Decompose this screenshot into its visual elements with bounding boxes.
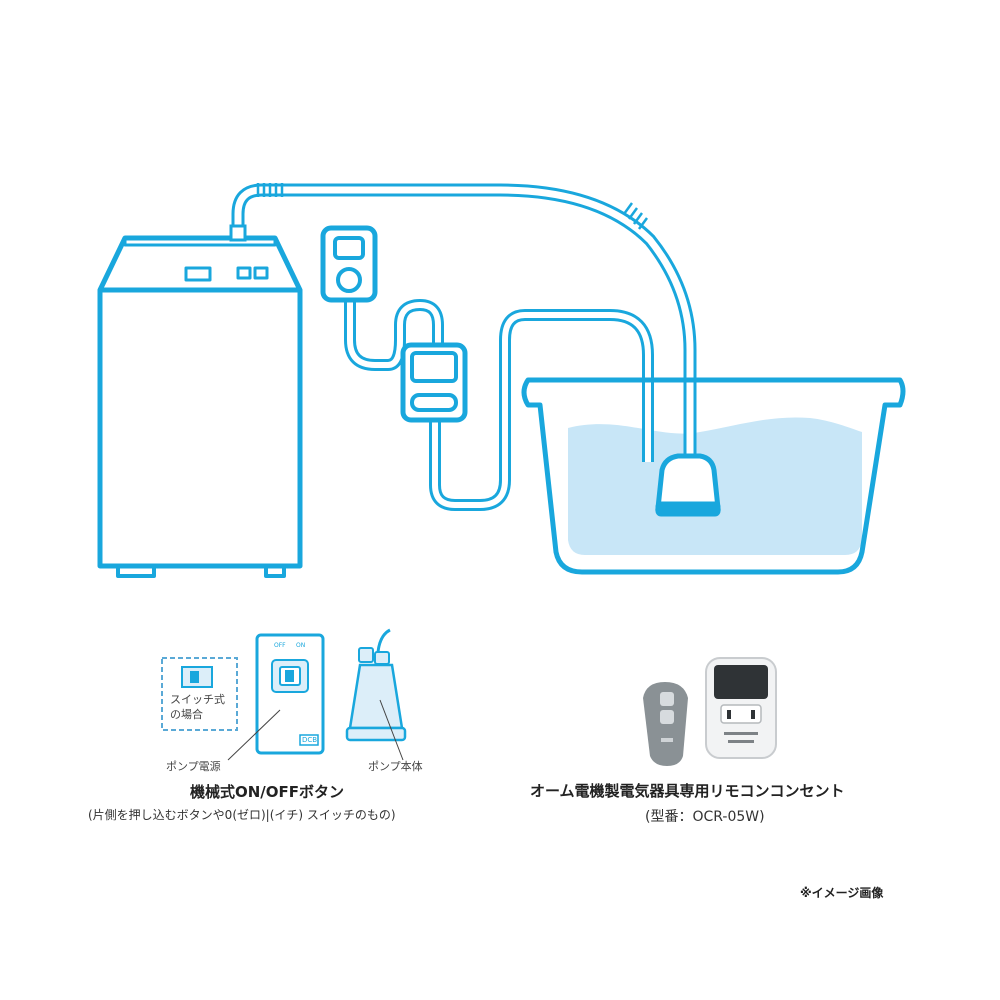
pump-power-unit [255, 633, 325, 755]
pump-body-label: ポンプ本体 [368, 760, 423, 773]
image-footnote: ※イメージ画像 [800, 886, 884, 900]
leader-power [227, 709, 281, 761]
remote-outlet-title: オーム電機製電気器具専用リモコンコンセント [530, 782, 845, 800]
wall-outlet [320, 225, 378, 303]
bathtub [521, 377, 906, 575]
switch-adapter [400, 342, 468, 423]
submersible-pump [655, 453, 721, 517]
remote-outlet-model: (型番：OCR-05W) [645, 809, 765, 825]
pump-power-label: ポンプ電源 [166, 760, 221, 773]
pump-body-illustration [345, 628, 407, 742]
switch-off-label: OFF [274, 642, 286, 649]
remote-control [643, 682, 688, 766]
mechanical-switch-subtitle: (片側を押し込むボタンや0(ゼロ)|(イチ) スイッチのもの) [88, 808, 396, 822]
mechanical-switch-title: 機械式ON/OFFボタン [190, 783, 345, 801]
rocker-switch-icon [161, 657, 238, 731]
switch-on-label: ON [296, 642, 306, 649]
washing-machine [97, 235, 303, 578]
switch-note: スイッチ式 の場合 [170, 692, 225, 722]
remote-outlet [705, 657, 777, 759]
leader-pump [379, 699, 404, 761]
switch-note-line2: の場合 [170, 708, 203, 721]
switch-note-line1: スイッチ式 [170, 693, 225, 706]
device-tag: DCB [302, 736, 318, 744]
drain-hose [229, 183, 697, 455]
